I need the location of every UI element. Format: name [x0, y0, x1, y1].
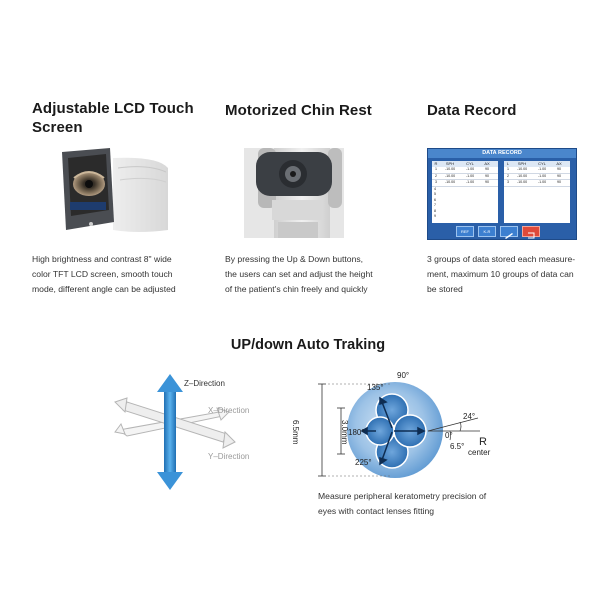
column-header: L	[506, 161, 510, 166]
angle-24-label: 24°	[463, 412, 476, 421]
desc-line: By pressing the Up & Down buttons,	[225, 254, 364, 264]
column-header: CYL	[466, 161, 474, 166]
table-row: 3 -10.00 -1.00 90	[504, 180, 570, 187]
table-cell: -10.00	[516, 167, 528, 171]
direction-arrows	[360, 396, 426, 466]
feature-title-chin: Motorized Chin Rest	[225, 102, 372, 119]
feature-title-lcd: Adjustable LCD Touch Screen	[32, 100, 194, 136]
ref-button[interactable]: REF	[456, 226, 474, 237]
table-cell: -10.00	[516, 180, 528, 184]
table-cell: 90	[485, 173, 489, 178]
table-row: 3 -10.00 -1.00 90	[432, 180, 498, 187]
table-cell: 90	[485, 167, 489, 171]
r-center-label: center	[468, 448, 491, 457]
column-header: R	[434, 161, 438, 166]
z-direction-arrow	[157, 374, 183, 490]
y-direction-label: Y–Direction	[208, 452, 250, 461]
edit-button[interactable]	[500, 226, 518, 239]
row-number: 5	[434, 192, 436, 196]
caption-line: Measure peripheral keratometry precision…	[318, 491, 487, 501]
table-cell: -1.00	[537, 167, 547, 171]
column-header: AX	[556, 161, 562, 166]
angle-135-label: 135°	[367, 383, 384, 392]
row-number: 7	[434, 203, 436, 207]
desc-line: High brightness and contrast 8" wide	[32, 254, 172, 264]
table-cell: 90	[557, 180, 561, 184]
table-cell: 3	[507, 180, 509, 184]
table-cell: 2	[507, 173, 509, 178]
row-number: 6	[434, 197, 436, 202]
angle-225-label: 225°	[355, 458, 372, 467]
chin-rest-photo	[244, 148, 344, 238]
table-cell: -1.00	[465, 180, 475, 184]
table-row: 2 -10.00 -1.00 90	[504, 173, 570, 180]
table-cell: 2	[435, 173, 437, 178]
angle-6-5-label: 6.5°	[450, 442, 465, 451]
table-cell: 90	[557, 167, 561, 171]
row-number: 9	[434, 214, 436, 218]
column-header: CYL	[538, 161, 546, 166]
angle-90-label: 90°	[397, 371, 410, 380]
table-cell: 1	[507, 167, 509, 171]
direction-diagram	[114, 374, 236, 490]
desc-line: 3 groups of data stored each measure-	[427, 254, 576, 264]
feature-desc-chin: By pressing the Up & Down buttons, the u…	[225, 252, 405, 297]
data-record-header: DATA RECORD	[428, 149, 576, 158]
table-cell: -1.00	[465, 167, 475, 171]
data-table-right: L SPH CYL AX 1 -10.00 -1.00 90 2 -10.00 …	[504, 161, 570, 223]
keratometry-caption: Measure peripheral keratometry precision…	[318, 489, 518, 519]
feature-desc-data-record: 3 groups of data stored each measure- me…	[427, 252, 597, 297]
dim-6-5mm-label: 6.5mm	[291, 420, 300, 445]
exit-button[interactable]	[522, 226, 540, 239]
table-row: 1 -10.00 -1.00 90	[432, 167, 498, 174]
x-direction-label: X–Direction	[208, 406, 250, 415]
table-cell: 90	[485, 180, 489, 184]
desc-line: color TFT LCD screen, smooth touch	[32, 269, 173, 279]
keratometry-diagram	[318, 382, 480, 478]
exit-icon	[528, 232, 535, 239]
desc-line: the users can set and adjust the height	[225, 269, 373, 279]
table-cell: -1.00	[537, 173, 547, 178]
kr-button[interactable]: K-R	[478, 226, 496, 237]
table-header-row: L SPH CYL AX	[504, 161, 570, 167]
data-record-screen: DATA RECORD R SPH CYL AX 1 -10.00 -1.00 …	[427, 148, 577, 240]
table-cell: -10.00	[444, 180, 456, 184]
desc-line: of the patient's chin freely and quickly	[225, 284, 368, 294]
section-title: UP/down Auto Traking	[230, 337, 386, 353]
table-cell: 90	[557, 173, 561, 178]
row-number: 8	[434, 208, 436, 213]
r-center-letter: R	[479, 436, 487, 448]
table-cell: -1.00	[537, 180, 547, 184]
table-cell: 1	[435, 167, 437, 171]
angle-180-label: 180°	[348, 428, 365, 437]
column-header: SPH	[517, 161, 527, 166]
column-header: SPH	[445, 161, 455, 166]
caption-line: eyes with contact lenses fitting	[318, 506, 435, 516]
data-table-left: R SPH CYL AX 1 -10.00 -1.00 90 2 -10.00 …	[432, 161, 498, 223]
desc-line: ment, maximum 10 groups of data can	[427, 269, 574, 279]
table-cell: 3	[435, 180, 437, 184]
column-header: AX	[484, 161, 490, 166]
lcd-screen-photo	[62, 148, 168, 232]
feature-title-data-record: Data Record	[427, 102, 517, 119]
table-cell: -10.00	[516, 173, 528, 178]
desc-line: be stored	[427, 284, 463, 294]
z-direction-label: Z–Direction	[184, 379, 225, 388]
table-cell: -10.00	[444, 173, 456, 178]
row-number-list: 4 5 6 7 8 9	[432, 187, 498, 220]
table-row: 2 -10.00 -1.00 90	[432, 173, 498, 180]
angle-24-line	[427, 417, 479, 432]
dim-3-0mm-label: 3.0mm	[340, 420, 349, 445]
feature-desc-lcd: High brightness and contrast 8" wide col…	[32, 252, 212, 297]
table-cell: -10.00	[444, 167, 456, 171]
table-header-row: R SPH CYL AX	[432, 161, 498, 167]
desc-line: mode, different angle can be adjusted	[32, 284, 176, 294]
pencil-icon	[505, 233, 513, 239]
table-cell: -1.00	[465, 173, 475, 178]
angle-0-label: 0°	[445, 431, 453, 440]
table-row: 1 -10.00 -1.00 90	[504, 167, 570, 174]
row-number: 4	[434, 186, 436, 191]
